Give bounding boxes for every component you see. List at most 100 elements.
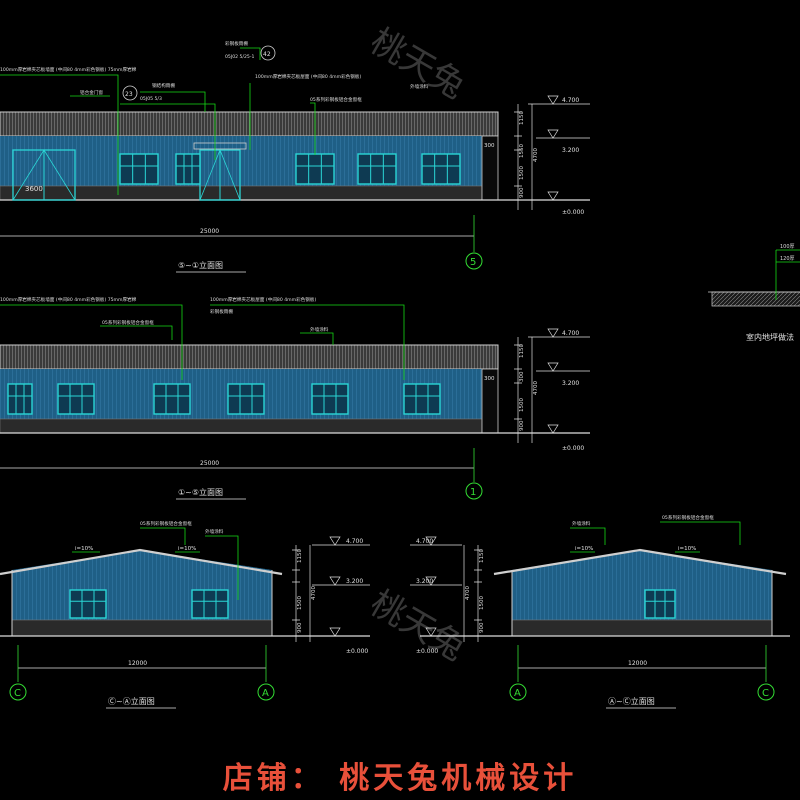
rear-note-2: 外墙涂料 xyxy=(310,326,329,333)
front-axis-tag: 5 xyxy=(470,257,476,268)
side-ca-slope-right: i=10% xyxy=(178,546,196,552)
rear-overall-dim: 25000 xyxy=(200,460,219,467)
side-ac-level-2: ±0.000 xyxy=(416,648,438,655)
front-overall-dim: 25000 xyxy=(200,228,219,235)
front-window-1 xyxy=(175,153,201,185)
front-wall xyxy=(0,136,482,186)
rear-note-0: 彩钢板雨棚 xyxy=(210,308,233,315)
side-ac-wall xyxy=(512,550,772,620)
front-roof xyxy=(0,111,499,137)
rear-leaders xyxy=(0,304,405,380)
front-dim-0: 1150 xyxy=(519,111,525,125)
side-ac-note-0: 外墙涂料 xyxy=(572,520,591,527)
rear-plinth xyxy=(0,418,483,434)
rear-elevation: 100mm厚岩棉夹芯板墙面 (中间80 4mm彩色钢板) 75mm厚岩棉 100… xyxy=(0,296,590,500)
side-ca-note-1: 05系列彩钢板铝合金窗框 xyxy=(140,520,192,527)
side-ca-leaders xyxy=(72,527,239,600)
rear-window-3 xyxy=(227,383,265,415)
front-note-2: 外墙涂料 xyxy=(410,83,429,90)
side-ac-level-0: 4.700 xyxy=(416,538,433,545)
side-ca-dim-4: 900 xyxy=(297,622,303,633)
rear-title: ①~⑤立面图 xyxy=(178,487,223,497)
side-ac-slope-right: i=10% xyxy=(678,546,696,552)
rear-wall-note: 100mm厚岩棉夹芯板墙面 (中间80 4mm彩色钢板) 75mm厚岩棉 xyxy=(0,296,137,303)
side-ac-dim-0: 1150 xyxy=(479,549,485,563)
front-dim-1: 1550 xyxy=(519,144,525,158)
rear-window-1 xyxy=(57,383,95,415)
front-note-1: 铝合金门窗 xyxy=(80,89,103,96)
side-ac-axis-right: C xyxy=(762,688,769,699)
rear-dim-4: 900 xyxy=(519,420,525,431)
rear-roof-note: 100mm厚岩棉夹芯板屋面 (中间80 4mm彩色钢板) xyxy=(210,296,316,303)
front-level-0: 4.700 xyxy=(562,97,579,104)
side-ca-window-0 xyxy=(69,589,107,619)
side-ca-level-2: ±0.000 xyxy=(346,648,368,655)
side-ca-window-1 xyxy=(191,589,229,619)
front-roof-note: 100mm厚岩棉夹芯板屋面 (中间80 4mm彩色钢板) xyxy=(255,73,361,80)
front-callout-ref-1: 05J05 5/3 xyxy=(140,96,162,102)
detail-title: 室内地坪做法 xyxy=(746,332,794,342)
side-ac-windows xyxy=(644,589,676,619)
watermark-bottom: 桃天兔 xyxy=(364,583,472,669)
side-ca-dim-2: 4700 xyxy=(311,586,317,600)
side-ca-windows xyxy=(69,589,229,619)
front-eave-dim: 300 xyxy=(484,143,495,149)
front-callout-1: 23 xyxy=(125,91,133,98)
front-wall-note: 100mm厚岩棉夹芯板墙面 (中间80 4mm彩色钢板) 75mm厚岩棉 xyxy=(0,66,137,73)
side-ac-dimensions xyxy=(410,536,482,642)
front-door-left: 3600 xyxy=(12,149,76,201)
side-ac-leaders xyxy=(570,521,741,553)
rear-note-1: 05系列彩钢板铝合金窗框 xyxy=(102,319,154,326)
rear-side-dimensions xyxy=(514,328,590,443)
front-callout-ref-0: 05J02 5/25-1 xyxy=(225,54,254,60)
front-door-dim: 3600 xyxy=(25,185,43,193)
rear-windows xyxy=(7,383,441,415)
front-leaders xyxy=(0,47,316,195)
front-level-2: ±0.000 xyxy=(562,209,584,216)
front-plinth xyxy=(0,185,483,201)
side-ac-dim-4: 900 xyxy=(479,622,485,633)
front-note-0: 彩钢板雨棚 xyxy=(225,40,248,47)
rear-window-2 xyxy=(153,383,191,415)
rear-dim-3: 1500 xyxy=(519,398,525,412)
side-ac-window-0 xyxy=(644,589,676,619)
side-ac-note-1: 05系列彩钢板铝合金窗框 xyxy=(662,514,714,521)
front-windows xyxy=(119,153,461,185)
rear-dim-2: 4700 xyxy=(533,381,539,395)
front-side-dimensions xyxy=(514,95,590,210)
rear-window-0 xyxy=(7,383,33,415)
side-ca-axis-left: C xyxy=(14,688,21,699)
front-window-4 xyxy=(421,153,461,185)
side-ca-level-0: 4.700 xyxy=(346,538,363,545)
shop-banner: 店铺： 桃天兔机械设计 xyxy=(222,761,578,796)
front-dim-4: 900 xyxy=(519,187,525,198)
front-window-2 xyxy=(295,153,335,185)
front-title: ⑤~①立面图 xyxy=(178,260,223,270)
rear-level-1: 3.200 xyxy=(562,380,579,387)
rear-roof xyxy=(0,344,499,370)
side-ca-wall xyxy=(12,550,272,620)
front-callout-0: 42 xyxy=(263,51,271,58)
rear-eave-dim: 300 xyxy=(484,376,495,382)
front-dim-2: 4700 xyxy=(533,148,539,162)
rear-axis-tag: 1 xyxy=(470,487,476,498)
side-ca-axis-right: A xyxy=(262,688,269,699)
rear-dim-0: 1150 xyxy=(519,344,525,358)
side-ac-axis-left: A xyxy=(514,688,521,699)
side-ac-slope-left: i=10% xyxy=(575,546,593,552)
front-window-3 xyxy=(357,153,397,185)
front-note-3: 钢结构雨棚 xyxy=(152,82,175,89)
rear-window-4 xyxy=(311,383,349,415)
side-ca-level-1: 3.200 xyxy=(346,578,363,585)
side-ca-title: Ⓒ~Ⓐ立面图 xyxy=(108,696,155,706)
detail-line-0: 100厚 xyxy=(780,244,795,250)
front-note-4: 05系列彩钢板铝合金窗框 xyxy=(310,96,362,103)
side-ca-dim-0: 1150 xyxy=(297,549,303,563)
side-ca-overall-dim: 12000 xyxy=(128,660,147,667)
side-ac-dim-1: 1500 xyxy=(479,596,485,610)
front-window-0 xyxy=(119,153,159,185)
front-dim-3: 1500 xyxy=(519,166,525,180)
floor-detail: 100厚 120厚 室内地坪做法 xyxy=(708,244,800,342)
side-ac-dim-2: 4700 xyxy=(465,586,471,600)
